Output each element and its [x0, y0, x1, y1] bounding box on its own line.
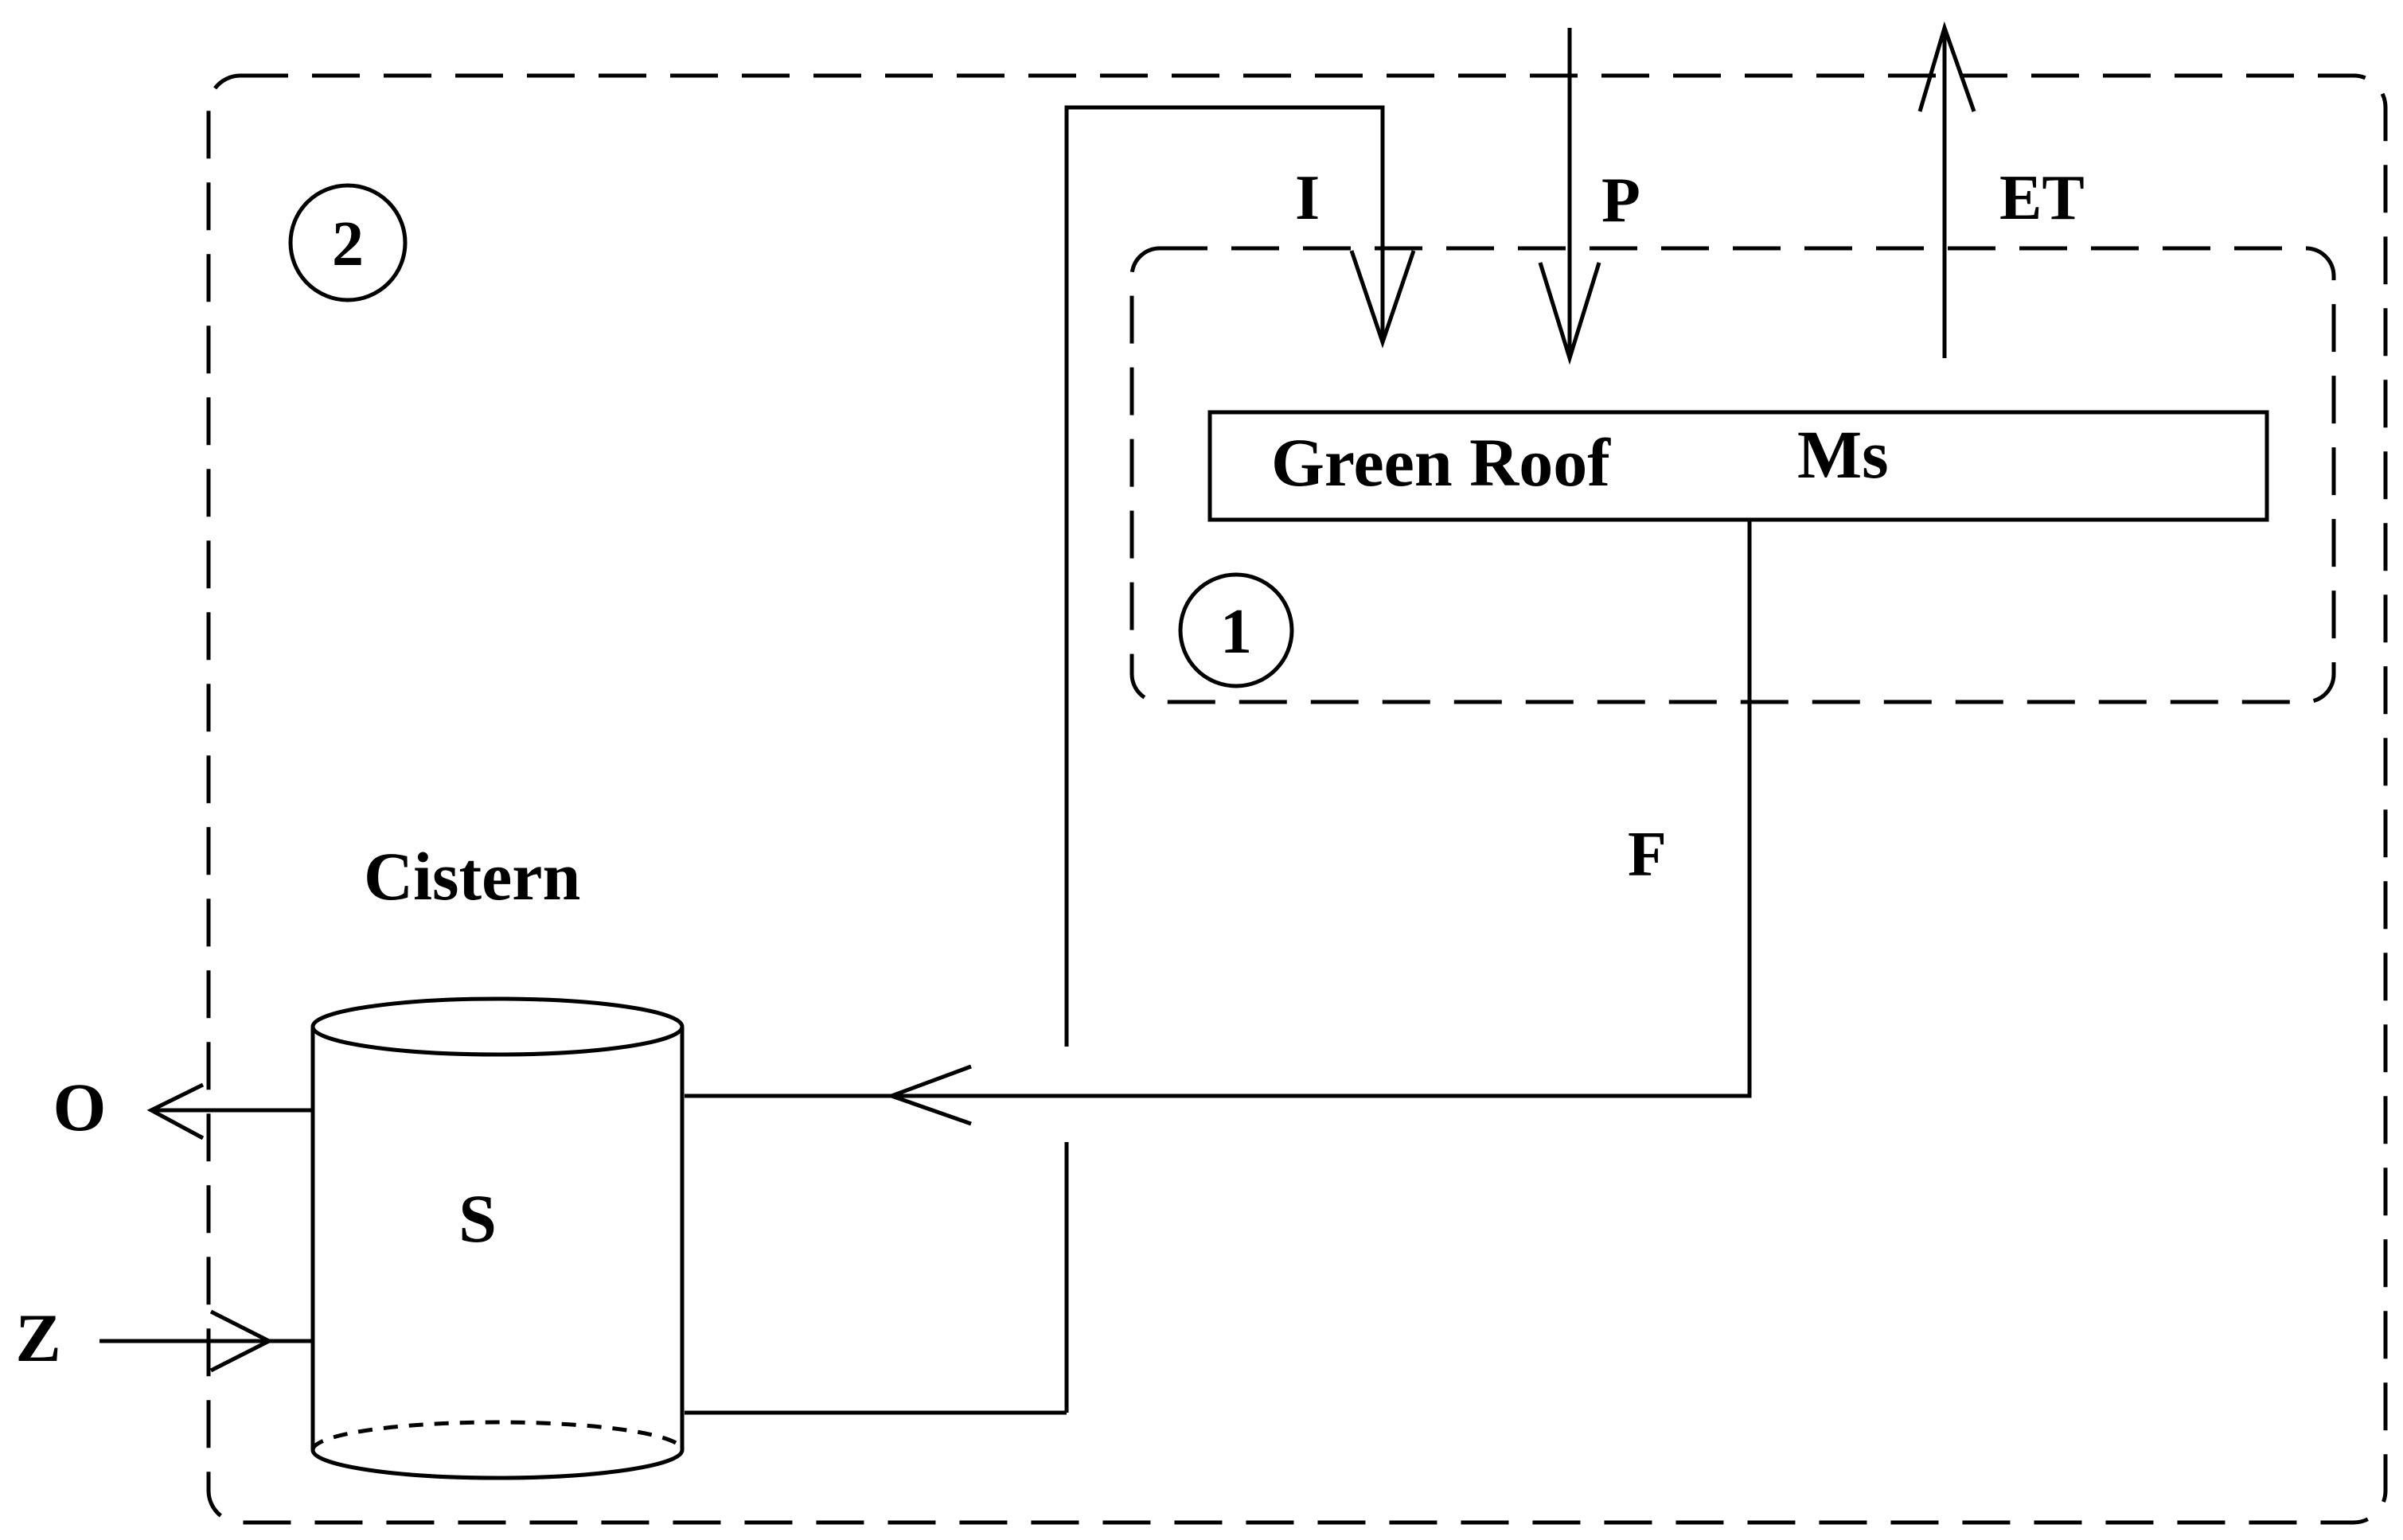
outer-boundary-marker: 2 [288, 183, 408, 302]
flow-arrowhead [885, 1064, 972, 1126]
cistern [310, 996, 685, 1480]
irrigation-label: I [1295, 163, 1320, 233]
precipitation-arrow [1538, 28, 1601, 365]
flow-label: F [1628, 820, 1667, 890]
evapotranspiration-label: ET [1999, 163, 2085, 233]
overflow-label: O [53, 1069, 107, 1145]
green-roof-storage-label: Ms [1797, 416, 1889, 493]
cistern-label: Cistern [364, 838, 580, 914]
irrigation-arrowhead [1349, 250, 1416, 349]
cistern-storage-label: S [458, 1180, 497, 1257]
z-label: Z [15, 1300, 60, 1376]
outer-boundary-label: 2 [332, 209, 364, 279]
z-arrow [99, 1309, 313, 1373]
green-roof-box [1207, 410, 2269, 522]
inner-boundary [1129, 246, 2336, 704]
inner-boundary-label: 1 [1220, 597, 1252, 667]
overflow-arrow [146, 1082, 313, 1140]
flow-pipe [685, 520, 1752, 1098]
outer-boundary [206, 73, 2388, 1525]
precipitation-label: P [1601, 166, 1640, 236]
inner-boundary-marker: 1 [1178, 572, 1294, 688]
green-roof-label: Green Roof [1271, 424, 1611, 501]
irrigation-pipe [1064, 105, 1385, 1413]
evapotranspiration-arrow [1917, 21, 1976, 358]
